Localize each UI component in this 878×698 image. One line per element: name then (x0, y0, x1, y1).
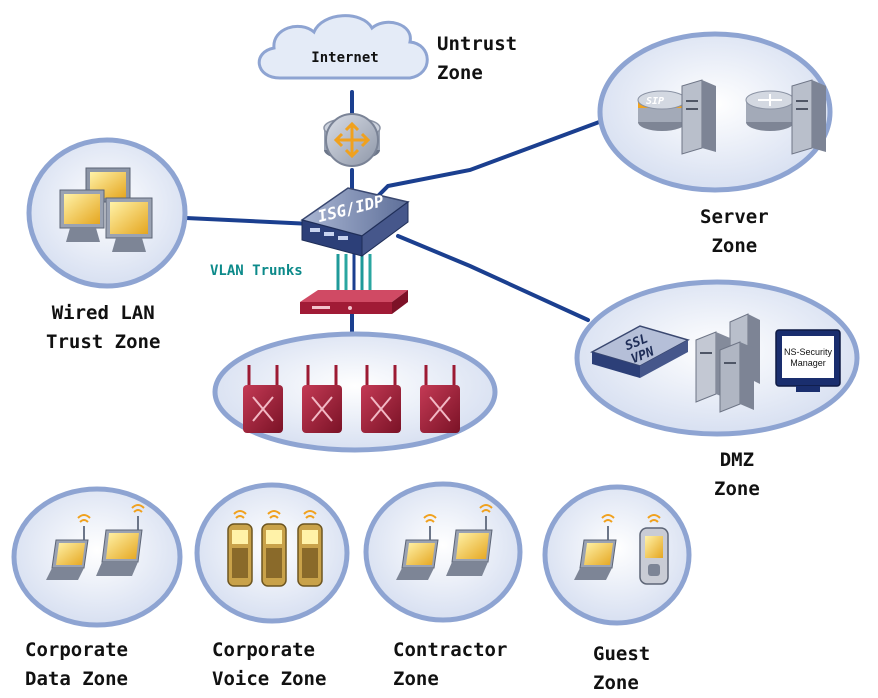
corporate-data-zone (11, 486, 183, 628)
sip-server-icon: SIP (637, 79, 716, 155)
wired-lan-zone (26, 137, 188, 289)
access-point-icon (361, 365, 401, 433)
access-point-zone (212, 331, 498, 453)
laptop-icon (46, 514, 91, 580)
wired-lan-zone-label: Wired LAN Trust Zone (46, 299, 160, 357)
server-zone-label-line1: Server (700, 206, 769, 228)
access-point-icon (302, 365, 342, 433)
wired-lan-zone-label-line2: Trust Zone (46, 331, 161, 353)
wired-lan-zone-label-line1: Wired LAN (51, 302, 155, 324)
wifi-icon (647, 514, 661, 523)
voip-phone-icon (297, 510, 323, 587)
guest-zone (542, 484, 692, 626)
nsm-label-line2: Manager (790, 358, 826, 368)
ns-security-manager-monitor-icon: NS-Security Manager (775, 329, 841, 392)
ssl-vpn-appliance-icon: SSL VPN (590, 325, 690, 378)
corporate-voice-zone-label-line1: Corporate (212, 639, 315, 661)
guest-zone-label: Guest Zone (593, 640, 650, 698)
dmz-zone-label: DMZ Zone (714, 446, 760, 504)
voip-phone-icon (227, 510, 253, 587)
contractor-zone (363, 481, 523, 623)
wifi-icon (303, 510, 317, 519)
network-links (184, 90, 612, 347)
contractor-zone-label-line2: Zone (393, 668, 439, 690)
laptop-icon (574, 514, 617, 580)
dmz-server-icon (695, 313, 760, 413)
vlan-trunk-lines (336, 254, 372, 290)
router (323, 113, 381, 167)
laptop-icon (96, 504, 145, 576)
laptop-icon (396, 514, 439, 580)
vlan-trunks-label: VLAN Trunks (210, 263, 303, 279)
dmz-zone-label-line2: Zone (714, 478, 760, 500)
desktop-pc-icon (59, 167, 153, 252)
contractor-zone-label: Contractor Zone (393, 636, 507, 694)
access-point-icon (243, 365, 283, 433)
nsm-label-line1: NS-Security (784, 347, 833, 357)
wlan-controller (300, 290, 408, 314)
sip-label: SIP (646, 96, 664, 107)
contractor-zone-label-line1: Contractor (393, 639, 508, 661)
guest-zone-label-line2: Zone (593, 672, 639, 694)
voip-phone-icon (261, 510, 287, 587)
laptop-icon (446, 504, 493, 576)
corporate-voice-zone-label: Corporate Voice Zone (212, 636, 326, 694)
corporate-data-zone-label-line1: Corporate (25, 639, 128, 661)
corporate-voice-zone (194, 482, 350, 624)
dmz-zone-label-line1: DMZ (719, 449, 755, 471)
guest-zone-label-line1: Guest (593, 643, 651, 665)
dmz-zone: SSL VPN NS-Security Manager (574, 279, 860, 437)
corporate-data-zone-label: Corporate Data Zone (25, 636, 128, 694)
server-zone: SIP (597, 31, 833, 193)
internet-label: Internet (311, 50, 378, 66)
access-point-icon (420, 365, 460, 433)
firewall-ports (310, 228, 348, 240)
untrust-zone-label: Untrust Zone (437, 30, 517, 88)
controller-led-icon (348, 306, 352, 310)
corporate-voice-zone-label-line2: Voice Zone (212, 668, 327, 690)
wifi-icon (77, 514, 91, 523)
corporate-data-zone-label-line2: Data Zone (25, 668, 128, 690)
wifi-icon (131, 504, 145, 513)
internet-cloud: Internet (257, 14, 429, 80)
untrust-zone-label-line2: Zone (437, 62, 483, 84)
link-firewall-server (376, 116, 612, 198)
server-zone-label: Server Zone (700, 203, 769, 261)
voip-server-icon (745, 79, 826, 155)
link-firewall-dmz (396, 234, 590, 322)
link-firewall-wired-lan (184, 216, 314, 226)
wifi-icon (479, 504, 493, 513)
wifi-icon (267, 510, 281, 519)
wifi-icon (601, 514, 615, 523)
wifi-icon (233, 510, 247, 519)
router-arrows-icon (333, 121, 371, 159)
untrust-zone-label-line1: Untrust (437, 33, 518, 55)
server-zone-label-line2: Zone (711, 235, 758, 257)
pda-icon (639, 514, 669, 585)
wifi-icon (423, 514, 437, 523)
isg-idp-firewall: ISG/IDP (300, 187, 410, 257)
